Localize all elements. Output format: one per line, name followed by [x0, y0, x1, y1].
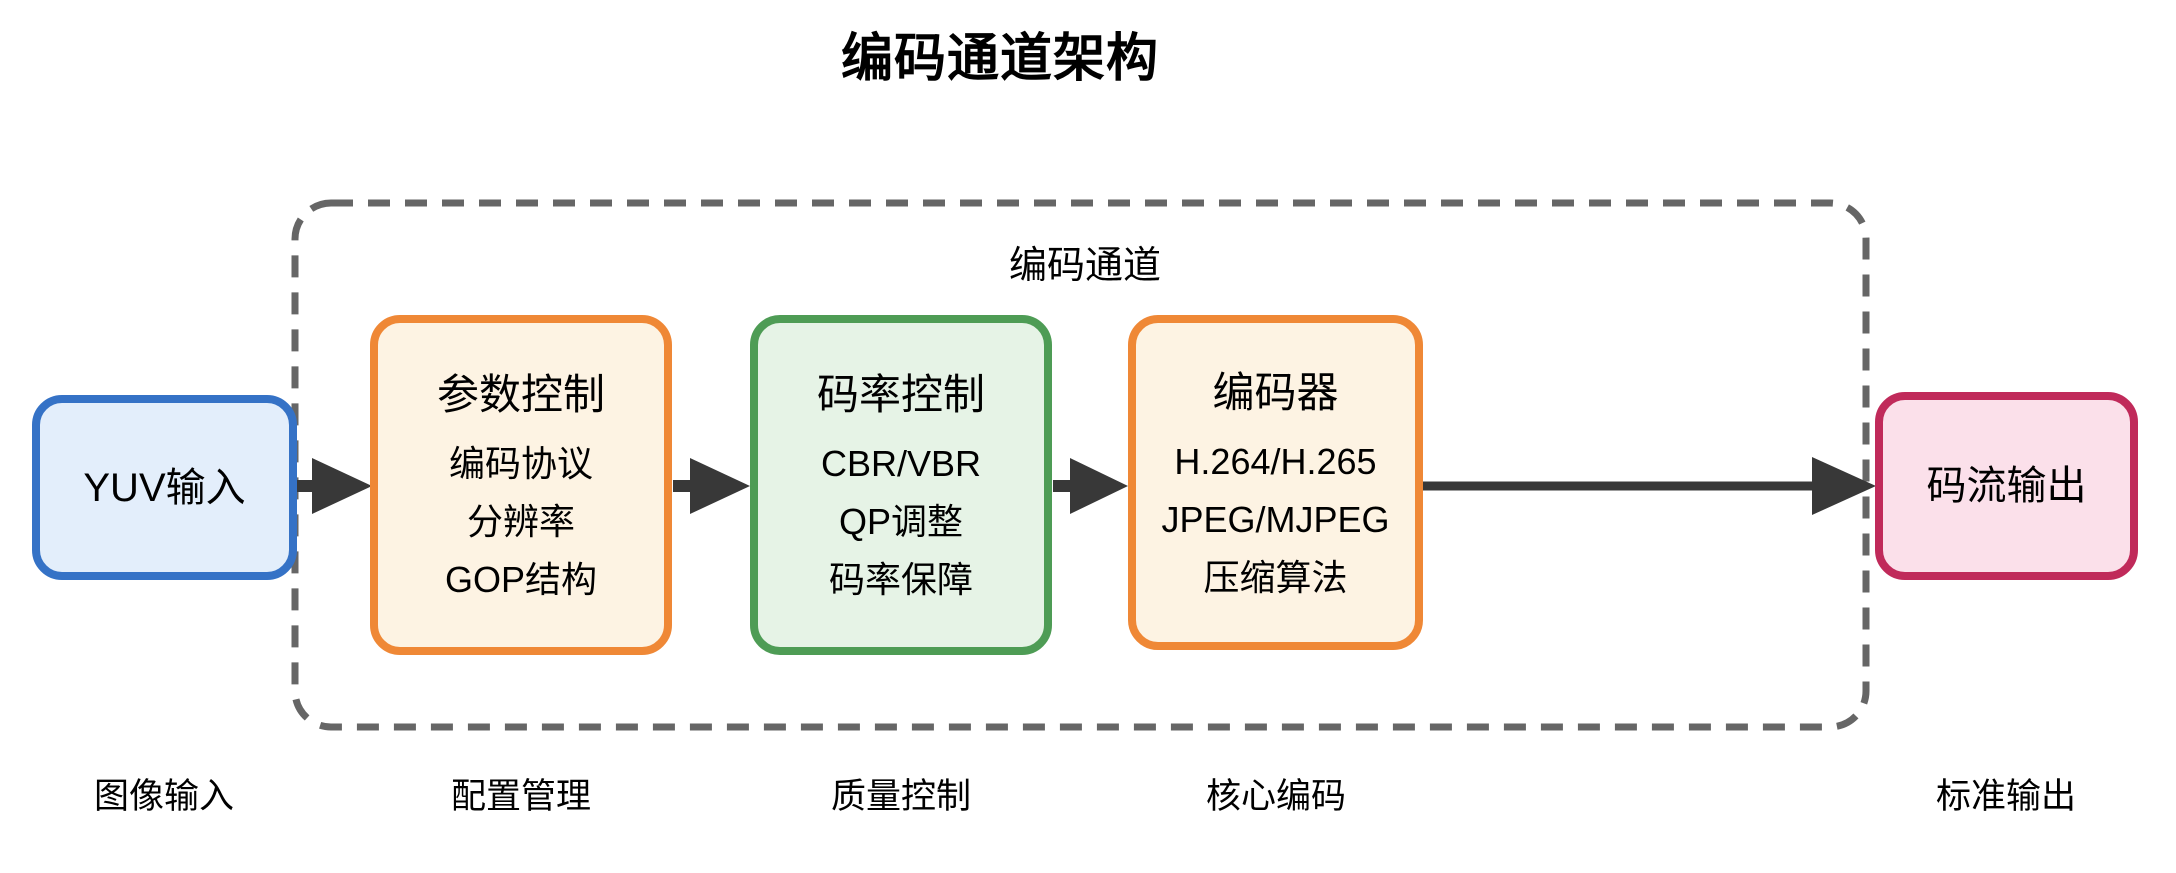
node-title: 码率控制 — [816, 371, 985, 418]
node-title: YUV输入 — [83, 465, 246, 510]
caption-image-input: 图像输入 — [93, 777, 235, 816]
channel-label: 编码通道 — [1008, 245, 1162, 287]
node-encoder: 编码器 H.264/H.265 JPEG/MJPEG 压缩算法 — [1128, 315, 1423, 650]
arrow-rate-to-encoder — [1053, 458, 1128, 514]
node-detail: QP调整 — [838, 501, 963, 542]
channel-boundary-dashed-box — [291, 199, 1870, 731]
node-detail: 压缩算法 — [1203, 557, 1348, 598]
node-rate-control: 码率控制 CBR/VBR QP调整 码率保障 — [750, 315, 1052, 655]
caption-config-mgmt: 配置管理 — [450, 777, 592, 816]
node-detail: CBR/VBR — [820, 443, 982, 484]
node-yuv-input: YUV输入 — [32, 395, 297, 580]
caption-std-output: 标准输出 — [1935, 777, 2077, 816]
caption-quality-ctrl: 质量控制 — [830, 777, 972, 816]
node-detail-lines: 编码协议 分辨率 GOP结构 — [445, 435, 597, 609]
node-detail: GOP结构 — [444, 559, 598, 600]
node-title: 参数控制 — [436, 371, 605, 418]
caption-core-encoding: 核心编码 — [1205, 777, 1347, 816]
node-param-control: 参数控制 编码协议 分辨率 GOP结构 — [370, 315, 672, 655]
node-detail: 编码协议 — [448, 443, 593, 484]
arrow-param-to-rate — [673, 458, 750, 514]
node-detail: H.264/H.265 — [1174, 441, 1377, 482]
node-detail: 分辨率 — [466, 501, 575, 542]
node-title: 编码器 — [1212, 369, 1339, 416]
node-detail: JPEG/MJPEG — [1161, 499, 1390, 540]
arrow-yuv-to-param — [297, 458, 372, 514]
node-detail-lines: CBR/VBR QP调整 码率保障 — [821, 435, 981, 609]
arrow-encoder-to-output — [1423, 457, 1876, 515]
node-title: 码流输出 — [1926, 464, 2087, 508]
node-detail-lines: H.264/H.265 JPEG/MJPEG 压缩算法 — [1161, 433, 1389, 607]
page-title: 编码通道架构 — [840, 30, 1160, 88]
node-stream-output: 码流输出 — [1875, 392, 2138, 580]
node-detail: 码率保障 — [828, 559, 973, 600]
